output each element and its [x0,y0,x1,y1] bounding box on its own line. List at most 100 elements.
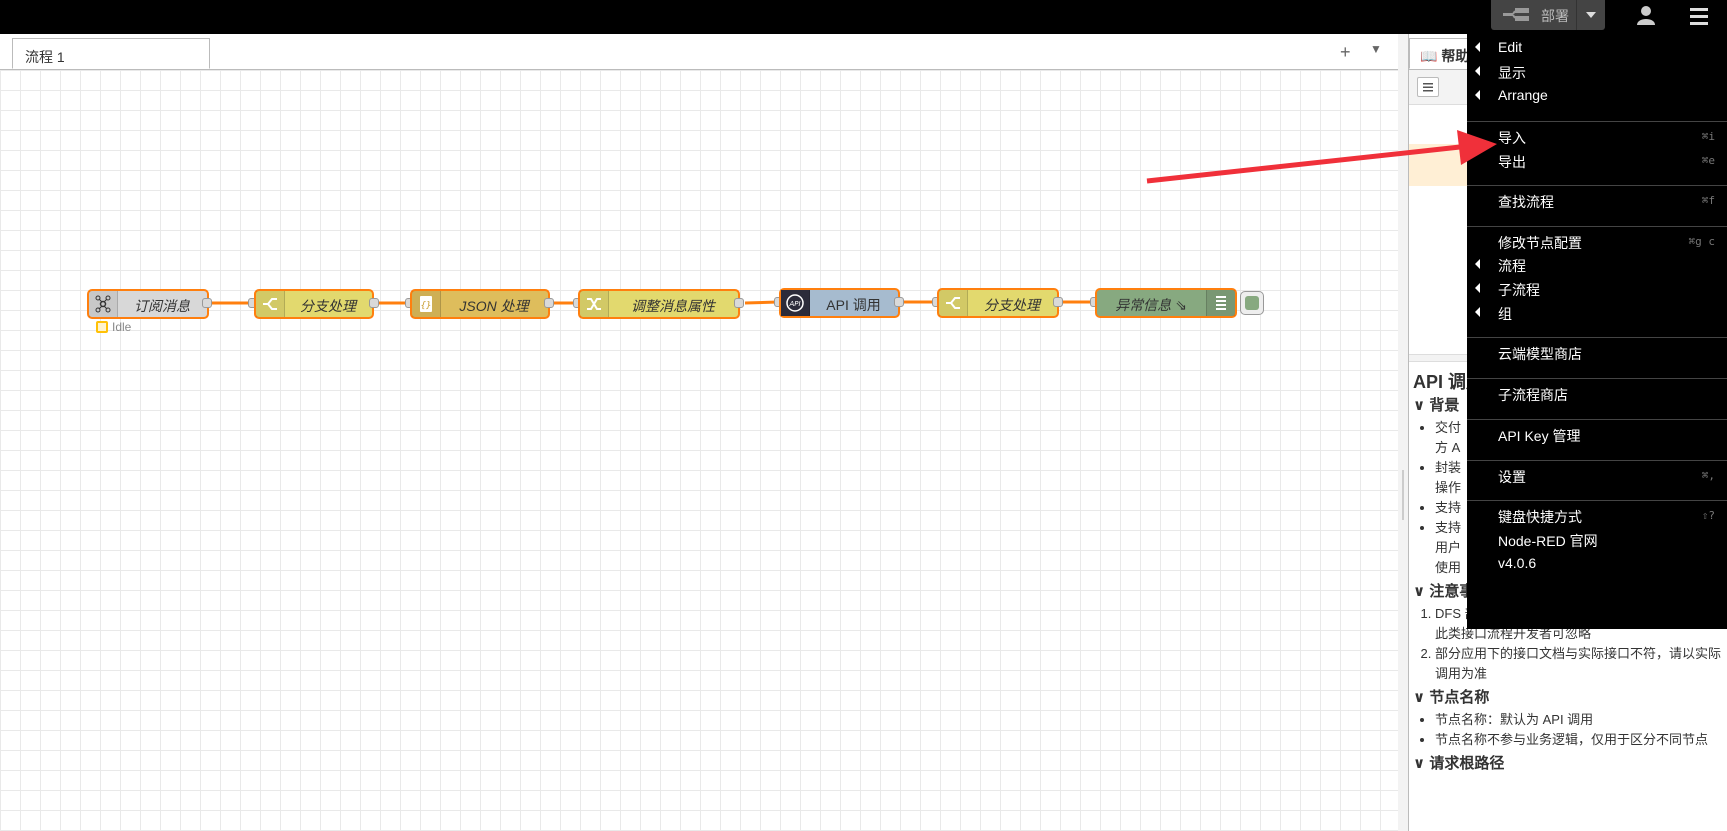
menu-item-subflows[interactable]: 子流程 [1467,278,1727,300]
list-item-text: 使用 [1435,560,1462,575]
caret-left-icon [1475,42,1480,52]
menu-item-label: API Key 管理 [1498,428,1581,444]
caret-down-icon [1586,12,1596,18]
menu-item-label: Node-RED 官网 [1498,533,1598,549]
user-icon[interactable] [1635,4,1657,26]
add-flow-icon[interactable]: + [1340,42,1351,62]
node-api-call[interactable]: API API 调用 [779,288,900,318]
node-status: Idle [96,320,131,334]
deploy-button[interactable]: 部署 [1491,0,1605,30]
node-switch-1[interactable]: 分支处理 [254,289,374,319]
list-item: 交付方 A [1435,418,1725,458]
shuffle-icon [580,291,609,317]
node-name-list: 节点名称：默认为 API 调用 节点名称不参与业务逻辑，仅用于区分不同节点 [1413,710,1725,750]
menu-shortcut: ⌘g c [1688,235,1716,248]
section-node-name[interactable]: ∨ 节点名称 [1413,689,1490,706]
node-label: 分支处理 [300,298,356,314]
list-item: 支持 [1435,498,1725,518]
tab-help[interactable]: 📖 帮助 [1409,38,1489,69]
hamburger-menu-icon[interactable] [1688,5,1710,27]
output-port[interactable] [894,297,904,307]
menu-item-view[interactable]: 显示 [1467,61,1727,83]
menu-item-label: Arrange [1498,87,1548,103]
menu-item-config-nodes[interactable]: 修改节点配置 ⌘g c [1467,231,1727,253]
caret-left-icon [1475,90,1480,100]
menu-item-export[interactable]: 导出 ⌘e [1467,150,1727,172]
menu-item-label: 流程 [1498,258,1526,274]
node-label: 异常信息 ⇘ [1097,295,1205,315]
menu-item-label: 导入 [1498,130,1526,146]
json-icon: {} [412,291,441,317]
node-json[interactable]: {} JSON 处理 [410,289,550,319]
menu-item-keyboard-shortcuts[interactable]: 键盘快捷方式⇧? [1467,505,1727,527]
menu-item-subflow-store[interactable]: 子流程商店 [1467,383,1727,405]
menu-item-search[interactable]: 查找流程⌘f [1467,190,1727,212]
help-title: API 调用 [1413,372,1485,392]
list-icon[interactable] [1417,77,1439,97]
svg-text:{}: {} [421,301,432,311]
node-label: API 调用 [826,297,881,313]
menu-item-import[interactable]: 导入⌘i [1467,126,1727,148]
menu-item-label: 查找流程 [1498,194,1554,210]
deploy-options-button[interactable] [1576,0,1605,30]
node-label: 订阅消息 [134,298,190,314]
tab-flow-1[interactable]: 流程 1 [12,38,210,69]
section-node-name-title: 节点名称 [1429,689,1490,706]
debug-arrow-icon: ⇘ [1175,297,1187,313]
menu-shortcut: ⌘, [1701,469,1715,482]
node-label: 分支处理 [984,297,1040,313]
menu-item-flows[interactable]: 流程 [1467,254,1727,276]
menu-item-api-key[interactable]: API Key 管理 [1467,424,1727,446]
caret-left-icon [1475,283,1480,293]
debug-icon [1206,290,1235,316]
list-item: 节点名称：默认为 API 调用 [1435,710,1725,730]
output-port[interactable] [734,298,744,308]
menu-item-edit[interactable]: Edit [1467,37,1727,59]
menu-item-label: 导出 [1498,154,1526,170]
caret-left-icon [1475,307,1480,317]
node-debug[interactable]: 异常信息 ⇘ [1095,288,1237,318]
flow-canvas[interactable]: 订阅消息 Idle 分支处理 {} JSON 处理 调整消息属性 [0,70,1398,831]
menu-item-label: 云端模型商店 [1498,346,1582,362]
flow-list-icon[interactable]: ▼ [1370,42,1382,56]
menu-item-groups[interactable]: 组 [1467,302,1727,324]
section-request-root[interactable]: ∨ 请求根路径 [1413,755,1505,772]
menu-item-label: Edit [1498,39,1523,55]
output-port[interactable] [544,298,554,308]
section-request-root-title: 请求根路径 [1429,755,1505,772]
deploy-icon [1503,8,1529,21]
menu-item-arrange[interactable]: Arrange [1467,85,1727,107]
menu-shortcut: ⌘e [1701,154,1715,167]
menu-item-label: v4.0.6 [1498,555,1537,571]
status-text: Idle [112,320,132,334]
node-label-text: 异常信息 [1115,297,1172,313]
node-subscribe[interactable]: 订阅消息 [87,289,209,319]
section-background[interactable]: ∨ 背景 [1413,397,1460,414]
status-dot-icon [96,321,108,333]
section-background-title: 背景 [1429,397,1460,414]
menu-item-cloud-model-store[interactable]: 云端模型商店 [1467,342,1727,364]
menu-item-node-red-website[interactable]: Node-RED 官网 [1467,529,1727,551]
output-port[interactable] [1053,297,1063,307]
output-port[interactable] [202,298,212,308]
menu-shortcut: ⇧? [1701,509,1715,522]
api-icon: API [781,290,810,316]
list-item-text: 支持 [1435,520,1462,535]
node-label: JSON 处理 [459,298,529,314]
menu-item-label: 修改节点配置 [1498,235,1582,251]
menu-divider [1467,185,1727,186]
list-item-text: 交付 [1435,420,1462,435]
wires [212,300,1095,305]
node-switch-2[interactable]: 分支处理 [937,288,1059,318]
list-item: 节点名称不参与业务逻辑，仅用于区分不同节点 [1435,730,1725,750]
caret-left-icon [1475,259,1480,269]
node-change[interactable]: 调整消息属性 [578,289,740,319]
debug-toggle-button[interactable] [1240,291,1264,315]
sidebar-divider[interactable] [1398,34,1408,831]
output-port[interactable] [369,298,379,308]
header-bar: 部署 [0,0,1727,34]
menu-item-settings[interactable]: 设置⌘, [1467,465,1727,487]
